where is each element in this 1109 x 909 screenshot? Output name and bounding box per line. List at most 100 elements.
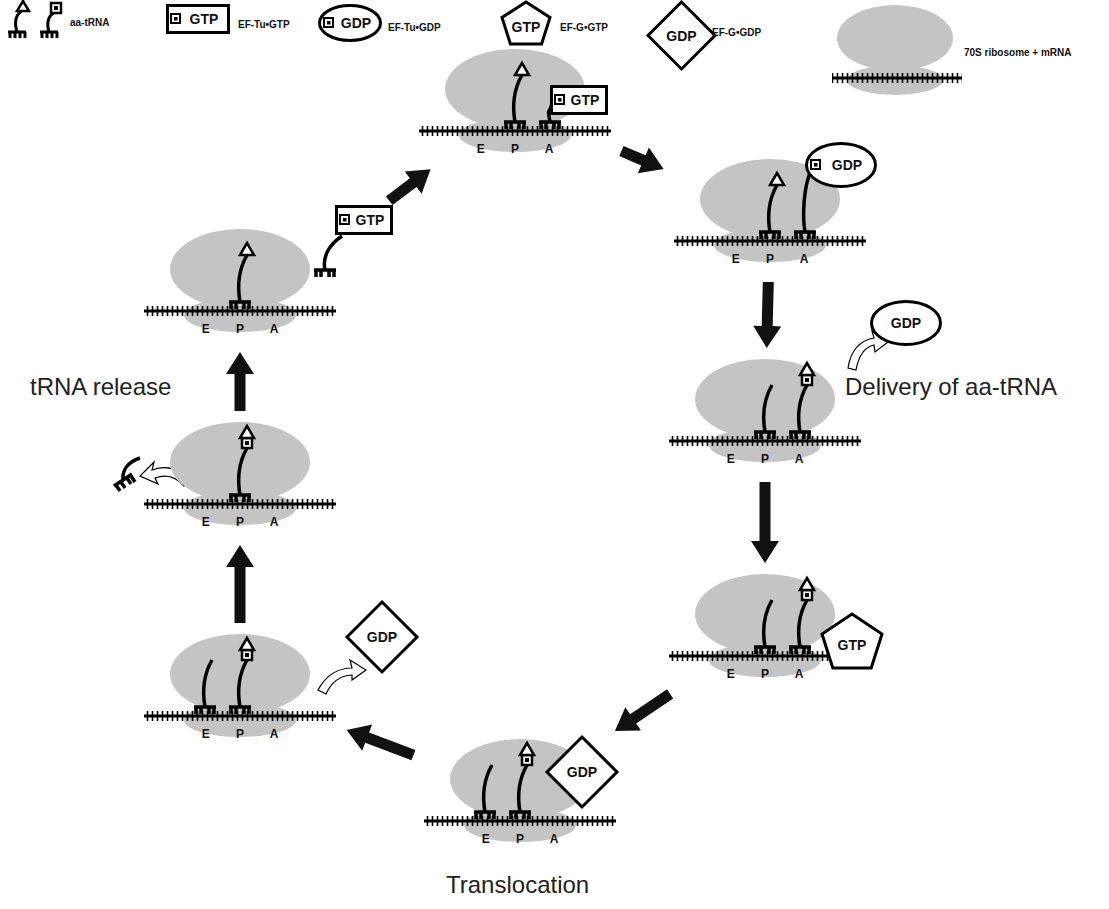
site-label: E P A (202, 322, 279, 336)
shape-text-area: GTP (820, 612, 884, 670)
large-subunit (170, 634, 310, 714)
arrow-body (753, 282, 781, 348)
amino-acid (800, 578, 814, 590)
trna-stem (519, 765, 527, 812)
legend-ef-g-gdp-diamond: GDP (646, 0, 717, 71)
label-holder: tRNA release (30, 373, 171, 401)
shape-text-area: GTP (335, 205, 393, 235)
trna-symbol (229, 243, 254, 309)
anticodon (754, 432, 776, 439)
trna-symbol (509, 743, 534, 819)
shape-text-area: GDP (345, 600, 419, 674)
shape-text-area: GDP (545, 735, 619, 809)
legend-ef-tu-gdp-ellipse: GDP (318, 4, 382, 42)
large-subunit (695, 359, 835, 439)
release-arrow (318, 660, 366, 694)
factor-label: GDP (567, 764, 597, 780)
trna-stem (769, 185, 777, 232)
trna-symbol (754, 385, 776, 439)
mrna-codons (419, 126, 611, 136)
arrow-body (386, 169, 431, 205)
arrow-body (226, 545, 254, 623)
cycle-arrow (753, 282, 781, 348)
ef-g-gdp-diamond: GDP (345, 600, 419, 674)
step-label: Translocation (446, 871, 589, 898)
arrow-body (226, 352, 254, 411)
shape-text-area: GDP (646, 0, 717, 71)
anticodon (229, 707, 251, 714)
trna-symbol (794, 171, 816, 239)
amino-acid (240, 243, 254, 255)
trna-stem (239, 660, 247, 707)
trna-symbol (8, 1, 29, 38)
anticodon (474, 812, 496, 819)
arrow-body (751, 482, 779, 563)
dia-border (648, 2, 715, 69)
site-letters: E P A (140, 512, 340, 530)
amino-acid (171, 14, 180, 23)
trna-symbol (314, 236, 342, 277)
legend-text: EF-G•GDP (712, 27, 761, 38)
ef-g-gdp-diamond: GDP (545, 735, 619, 809)
legend-sample-label: GTP (190, 11, 219, 27)
amino-acid (245, 441, 249, 445)
factor-label: GTP (571, 92, 600, 108)
site-letters: E P A (415, 139, 615, 157)
pent-border (822, 614, 882, 668)
amino-acid (814, 163, 818, 167)
site-letters: E P A (420, 829, 620, 847)
anticodon (759, 232, 781, 239)
trna-stem (764, 385, 772, 432)
legend-ef-g-gtp-pentagon: GTP (500, 0, 552, 46)
anticodon (509, 812, 531, 819)
cycle-arrow (386, 169, 431, 205)
anticodon (194, 707, 216, 714)
legend-entry: EF-G•GDP (712, 22, 761, 40)
amino-acid (242, 650, 252, 660)
legend-text: aa-tRNA (70, 17, 109, 28)
mrna-codons (144, 711, 336, 721)
trna-stem (239, 255, 247, 302)
trna-stem (799, 385, 807, 432)
ribosome-stage: E P A (140, 630, 340, 750)
ef-tu-gdp-ellipse: GDP (870, 300, 942, 346)
ribosome-stage: E P A (140, 418, 340, 538)
amino-acid (555, 95, 564, 104)
mrna-codons (674, 236, 866, 246)
amino-acid (515, 63, 529, 75)
mrna-codons (144, 499, 336, 509)
step-label: Delivery of aa-tRNA (845, 373, 1057, 400)
ef-tu-gtp-box: GTP (335, 205, 393, 235)
cycle-arrow (751, 482, 779, 563)
factor-label: GDP (832, 157, 862, 173)
site-label: E P A (482, 832, 559, 846)
anticodon (789, 432, 811, 439)
large-subunit (695, 574, 835, 654)
ef-tu-gdp-ellipse: GDP (805, 142, 877, 188)
arrow-body (615, 689, 673, 731)
legend-text: EF-Tu•GTP (238, 19, 290, 30)
label-holder: Translocation (446, 871, 589, 899)
amino-acid (520, 743, 534, 755)
amino-acid (800, 363, 814, 375)
anticodon (504, 122, 526, 129)
amino-acid (525, 758, 529, 762)
site-letters: E P A (140, 724, 340, 742)
trna-stem (514, 75, 522, 122)
legend-ef-tu-gtp-box: GTP (166, 4, 230, 34)
rect-border (552, 87, 607, 114)
trna-stem (484, 765, 492, 812)
cycle-arrow (226, 352, 254, 411)
arrow-body (619, 146, 663, 173)
amino-acid (811, 160, 820, 169)
site-label: E P A (202, 727, 279, 741)
amino-acid (327, 21, 331, 25)
legend-sample-label: GDP (341, 15, 371, 31)
cycle-arrow (347, 725, 416, 761)
cycle-arrow (226, 545, 254, 623)
large-subunit (170, 422, 310, 502)
amino-acid (802, 590, 812, 600)
trna-symbol (194, 660, 216, 714)
ribosome-stage: E P A (140, 225, 340, 345)
legend-sample-label: GDP (666, 28, 696, 44)
